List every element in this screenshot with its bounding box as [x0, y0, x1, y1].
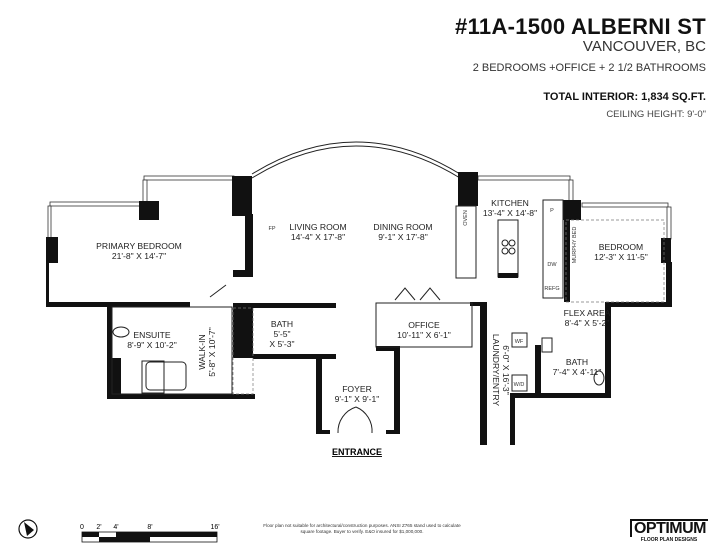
dishwasher-label: DW — [547, 262, 557, 268]
fireplace-label: FP — [268, 226, 275, 232]
entry-door — [337, 406, 373, 434]
room-name: BATH — [271, 319, 293, 329]
kitchen-counter — [542, 199, 564, 299]
room-size: 5'-5" — [273, 329, 290, 339]
scale-label: 16' — [210, 524, 219, 531]
window — [47, 205, 52, 239]
murphy-bed-label: MURPHY BED — [572, 227, 578, 264]
kitchen-island — [497, 219, 519, 278]
room-size: 9'-1" X 9'-1" — [335, 394, 380, 404]
room-name: DINING ROOM — [373, 222, 432, 232]
wd-fixture — [511, 374, 528, 392]
window — [142, 179, 148, 203]
walk-in-shelving — [232, 307, 254, 395]
room-name: FLEX AREA — [564, 308, 611, 318]
north-arrow-icon — [18, 519, 38, 539]
room-name: BEDROOM — [599, 242, 643, 252]
wf-fixture — [511, 332, 528, 348]
room-name: WALK-IN — [197, 334, 207, 370]
oven-label: OVEN — [463, 210, 469, 226]
window — [581, 202, 669, 208]
ceiling-height: CEILING HEIGHT: 9'-0" — [606, 109, 706, 120]
curved-window — [251, 145, 461, 179]
walls — [46, 172, 672, 445]
room-name: BATH — [566, 357, 588, 367]
window — [477, 175, 571, 181]
logo: OPTIMUM FLOOR PLAN DESIGNS — [629, 519, 708, 543]
unit-summary: 2 BEDROOMS +OFFICE + 2 1/2 BATHROOMS — [472, 62, 706, 74]
room-name: LAUNDRY/ENTRY — [491, 334, 501, 407]
room-name: PRIMARY BEDROOM — [96, 241, 182, 251]
room-size: 5'-8" X 10'-7" — [207, 327, 217, 377]
room-size: 7'-4" X 4'-11" — [553, 367, 602, 377]
ensuite-outline — [111, 306, 233, 395]
room-size: 14'-4" X 17'-8" — [291, 232, 345, 242]
property-address: #11A-1500 ALBERNI ST — [455, 14, 706, 39]
wd-label: W/D — [514, 382, 525, 388]
counter — [455, 205, 477, 279]
room-size: 8'-9" X 10'-2" — [127, 340, 177, 350]
room-name: OFFICE — [408, 320, 440, 330]
shower — [141, 360, 165, 394]
room-size: 9'-1" X 17'-8" — [378, 232, 428, 242]
room-size: 13'-4" X 14'-8" — [483, 208, 537, 218]
doors — [209, 284, 441, 301]
office-outline — [375, 302, 473, 348]
room-name: LIVING ROOM — [289, 222, 346, 232]
total-interior: TOTAL INTERIOR: 1,834 SQ.FT. — [543, 91, 706, 103]
pantry-label: P — [550, 208, 554, 214]
room-size: 8'-4" X 5'-2" — [565, 318, 610, 328]
room-size: 6'-0" X 16'-3" — [501, 345, 511, 395]
room-size: X 5'-3" — [269, 339, 294, 349]
disclaimer: Floor plan not suitable for architectura… — [263, 523, 461, 534]
entrance-label: ENTRANCE — [332, 447, 382, 457]
logo-name: OPTIMUM — [629, 519, 708, 537]
room-name: ENSUITE — [133, 330, 171, 340]
room-name: KITCHEN — [491, 198, 529, 208]
room-size: 12'-3" X 11'-5" — [594, 252, 648, 262]
room-name: FOYER — [342, 384, 372, 394]
toilet-icon — [112, 326, 130, 338]
wf-label: WF — [515, 339, 524, 345]
scale-label: 8' — [147, 524, 152, 531]
logo-tagline: FLOOR PLAN DESIGNS — [640, 537, 698, 543]
scale-label: 2' — [96, 524, 101, 531]
window — [666, 206, 672, 240]
scale-label: 0 — [80, 524, 84, 531]
toilet-icon — [593, 370, 605, 386]
fridge-label: REFG — [544, 286, 559, 292]
curved-window — [251, 141, 461, 175]
bathtub — [145, 361, 187, 391]
scale-bar: 0 2' 4' 8' 16' — [80, 524, 220, 543]
window — [49, 201, 143, 207]
window — [143, 175, 235, 181]
scale-label: 4' — [113, 524, 118, 531]
room-size: 10'-11" X 6'-1" — [397, 330, 451, 340]
property-city: VANCOUVER, BC — [582, 38, 706, 55]
window — [568, 179, 574, 203]
room-size: 21'-8" X 14'-7" — [112, 251, 166, 261]
